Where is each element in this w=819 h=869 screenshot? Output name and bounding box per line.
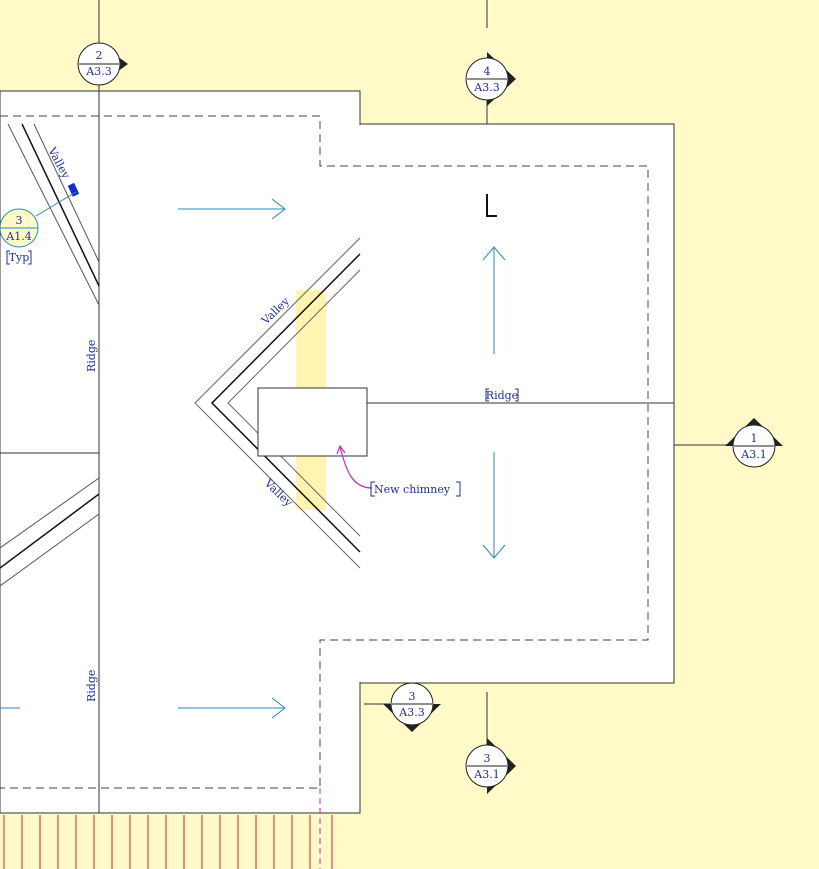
wall-outline-dashed — [0, 115, 649, 789]
detail-callout-note: Typ — [9, 251, 30, 264]
section-marker-3-a31[interactable]: 3 A3.1 — [465, 738, 516, 794]
marker-block — [67, 182, 80, 197]
label-ridge-right: Ridge — [486, 389, 518, 402]
chimney-leader — [339, 446, 373, 489]
label-new-chimney: New chimney — [374, 483, 451, 496]
valley-upper-left — [7, 123, 100, 306]
section-marker-number: 3 — [484, 752, 491, 765]
section-marker-number: 1 — [751, 432, 758, 445]
section-marker-3-a33[interactable]: 3 A3.3 — [383, 682, 441, 732]
valley-lower-left — [0, 477, 100, 587]
section-marker-sheet: A3.1 — [473, 768, 499, 781]
section-marker-number: 4 — [484, 65, 491, 78]
hatch-area — [3, 815, 333, 869]
section-marker-sheet: A3.3 — [473, 81, 499, 94]
section-lines — [364, 0, 730, 745]
section-marker-sheet: A3.3 — [85, 65, 111, 78]
valley-center — [194, 237, 361, 569]
chimney — [257, 387, 368, 457]
section-marker-2-a33[interactable]: 2 A3.3 — [77, 42, 128, 86]
label-ridge-left-lower: Ridge — [85, 670, 98, 702]
section-marker-sheet: A3.3 — [398, 706, 424, 719]
section-marker-1-a31[interactable]: 1 A3.1 — [725, 418, 783, 468]
slope-arrows — [0, 198, 506, 719]
section-marker-number: 3 — [409, 690, 416, 703]
detail-callout-number: 3 — [16, 214, 23, 227]
detail-callout-3-a14[interactable]: 3 A1.4 Typ — [0, 208, 39, 265]
label-ridge-left-upper: Ridge — [85, 340, 98, 372]
section-marker-4-a33[interactable]: 4 A3.3 — [465, 52, 516, 106]
corner-mark — [486, 194, 497, 217]
section-marker-sheet: A3.1 — [740, 448, 766, 461]
section-marker-number: 2 — [96, 49, 103, 62]
detail-callout-sheet: A1.4 — [5, 230, 31, 243]
